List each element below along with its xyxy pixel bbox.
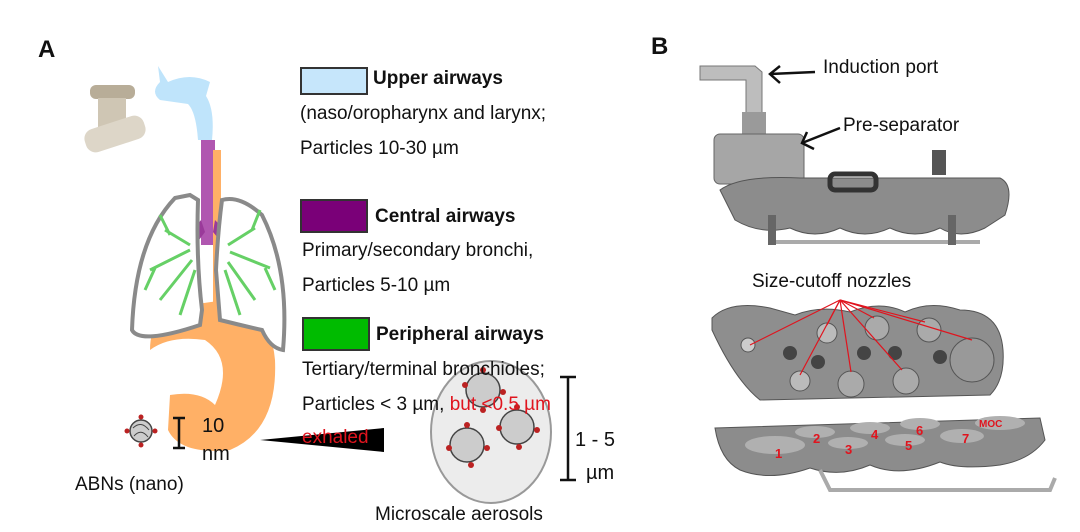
impactor-tray-photo	[714, 416, 1057, 492]
nano-size-value: 10	[202, 415, 225, 437]
stage-3: 3	[845, 442, 853, 457]
upper-airways-title: Upper airways	[373, 68, 503, 89]
inhaler-device	[84, 85, 146, 153]
right-lung	[213, 197, 287, 353]
micro-scale-bar	[560, 375, 576, 482]
nano-size-unit: nm	[202, 443, 230, 465]
peripheral-airways-desc: Tertiary/terminal bronchioles;	[302, 359, 545, 380]
microscale-label: Microscale aerosols	[375, 504, 543, 525]
trachea	[201, 140, 215, 245]
stage-5: 5	[905, 438, 913, 453]
particles-text: Particles < 3 µm,	[302, 394, 450, 415]
peripheral-airways-title: Peripheral airways	[376, 324, 544, 345]
upper-airways-shape	[155, 66, 213, 140]
abns-label: ABNs (nano)	[75, 474, 184, 495]
aerosol-droplet	[430, 360, 552, 504]
panel-b-label: B	[651, 33, 669, 60]
central-airways-desc: Primary/secondary bronchi,	[302, 240, 534, 261]
central-airways-title: Central airways	[375, 206, 516, 227]
nozzle-pointer-lines	[749, 299, 973, 376]
stage-1: 1	[775, 446, 783, 461]
induction-port-arrow	[768, 65, 816, 84]
left-lung	[129, 192, 205, 339]
exhaled-highlight: but <0.5 µm	[449, 394, 551, 415]
peripheral-airways-particles: Particles < 3 µm, but <0.5 µm	[302, 395, 551, 414]
nozzles-label: Size-cutoff nozzles	[752, 271, 912, 292]
nano-scale-bar	[173, 416, 185, 450]
peripheral-airways-swatch	[302, 317, 370, 351]
stage-6: 6	[916, 423, 924, 438]
upper-airways-swatch	[300, 67, 368, 95]
bronchioles	[143, 209, 277, 316]
panel-a-label: A	[38, 36, 56, 63]
pre-separator-label: Pre-separator	[843, 115, 960, 136]
stomach-shape	[150, 300, 276, 451]
stage-4: 4	[871, 427, 879, 442]
exhaled-text: exhaled	[302, 427, 369, 448]
pre-separator-arrow	[800, 126, 841, 151]
stage-2: 2	[813, 431, 821, 446]
upper-airways-particles: Particles 10-30 µm	[300, 138, 459, 159]
size-wedge	[260, 428, 384, 452]
induction-port-label: Induction port	[823, 57, 939, 78]
central-airways-particles: Particles 5-10 µm	[302, 275, 451, 296]
impactor-lid-photo	[711, 305, 1004, 401]
stage-7: 7	[962, 431, 970, 446]
upper-airways-desc: (naso/oropharynx and larynx;	[300, 103, 547, 124]
micro-size-unit: µm	[586, 462, 615, 484]
abn-particle-icon	[124, 414, 158, 448]
central-airways-swatch	[300, 199, 368, 233]
impactor-assembled-photo	[699, 65, 1010, 245]
stage-moc: MOC	[979, 419, 1003, 430]
micro-size-value: 1 - 5	[575, 429, 616, 451]
